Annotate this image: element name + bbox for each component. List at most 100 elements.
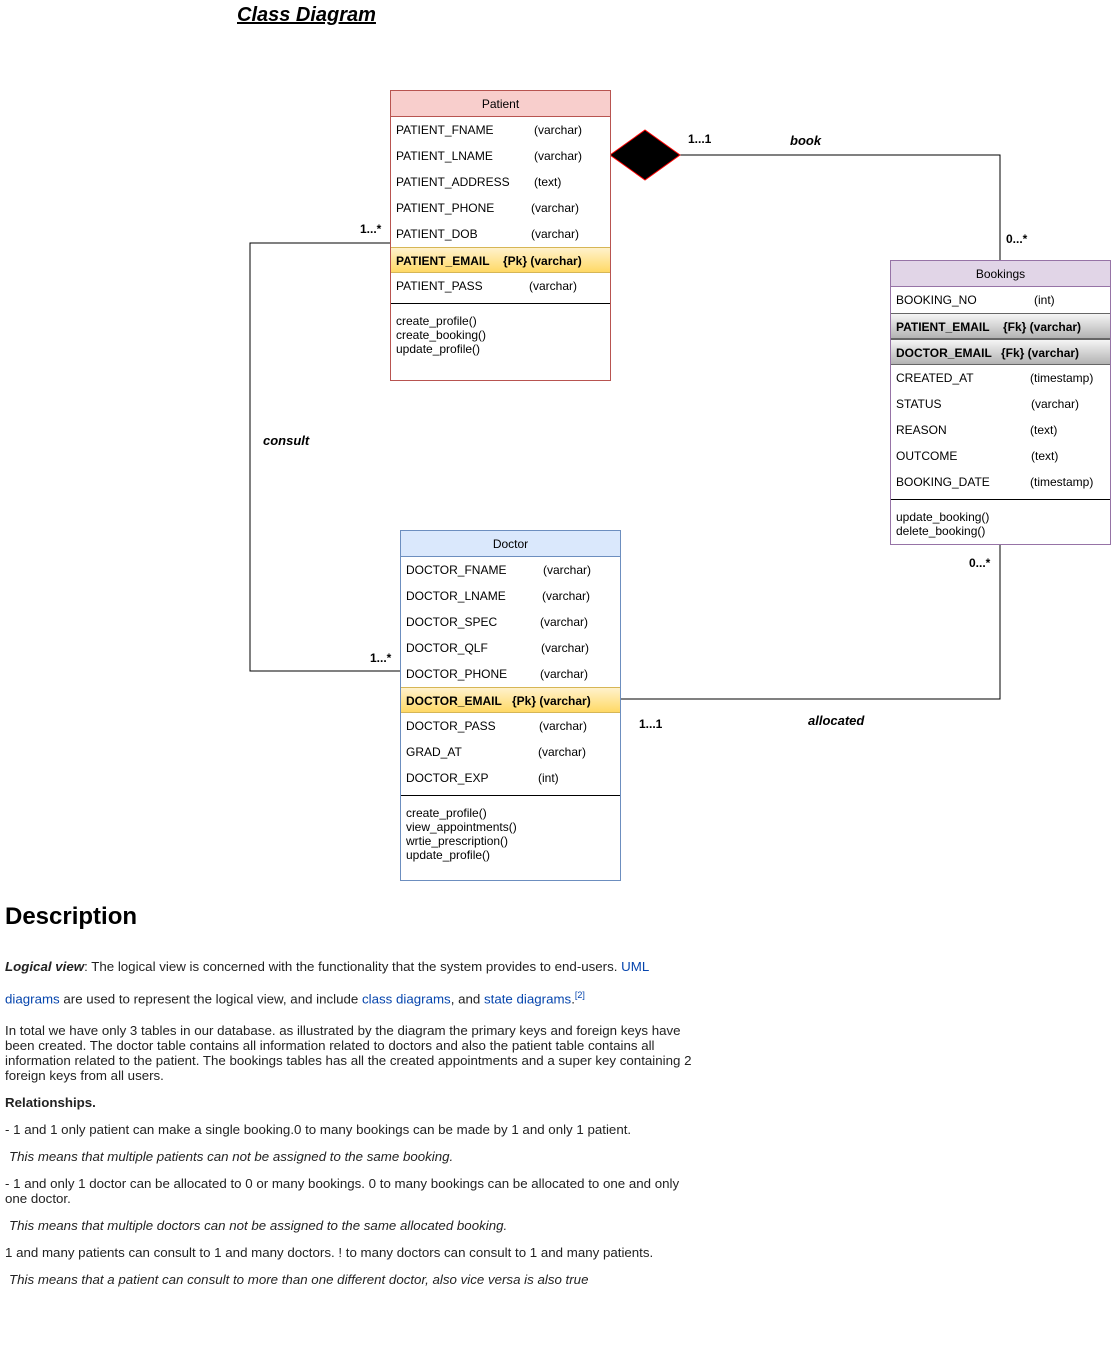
attr-type: (varchar) [538,745,587,759]
bookings-attr-outcome: OUTCOME (text) [891,443,1110,469]
tables-paragraph: In total we have only 3 tables in our da… [5,1023,692,1084]
attr-name: PATIENT_PASS [396,279,483,293]
bookings-attr-doctor-email-fk: DOCTOR_EMAIL {Fk} (varchar) [891,339,1110,365]
doctor-class: Doctor DOCTOR_FNAME (varchar) DOCTOR_LNAM… [400,530,621,881]
attr-name: REASON [896,423,947,437]
attr-type: (varchar) [540,667,589,681]
bookings-attr-date: BOOKING_DATE (timestamp) [891,469,1110,495]
attr-type: (varchar) [1031,397,1080,411]
doctor-divider [401,795,620,796]
allocated-label: allocated [808,713,865,728]
book-label: book [790,133,822,148]
attr-type: (varchar) [542,589,591,603]
patient-methods: create_profile() create_booking() update… [391,304,610,356]
attr-name: BOOKING_NO [896,293,977,307]
consult-connector [249,242,400,672]
attr-name: DOCTOR_EMAIL [896,346,992,360]
relationship-3-note: This means that a patient can consult to… [9,1272,589,1288]
logical-view-label: Logical view [5,959,85,974]
consult-mult-doctor: 1...* [370,651,392,665]
relationship-1: - 1 and 1 only patient can make a single… [5,1122,632,1138]
doctor-attr-qlf: DOCTOR_QLF (varchar) [401,635,620,661]
book-mult-bookings: 0...* [1006,232,1028,246]
attr-name: PATIENT_EMAIL [896,320,990,334]
attr-name: DOCTOR_QLF [406,641,488,655]
attr-name: CREATED_AT [896,371,974,385]
attr-type: {Fk} (varchar) [1001,346,1080,360]
method: view_appointments() [406,820,517,834]
attr-type: (text) [1030,423,1058,437]
attr-type: (varchar) [540,615,589,629]
attr-name: DOCTOR_LNAME [406,589,506,603]
description-section: Description Logical view: The logical vi… [5,903,695,1299]
attr-name: DOCTOR_FNAME [406,563,507,577]
relationship-1-note: This means that multiple patients can no… [9,1149,454,1165]
attr-name: PATIENT_LNAME [396,149,493,163]
method: create_profile() [406,806,487,820]
method: create_booking() [396,328,487,342]
attr-type: (varchar) [534,123,583,137]
bookings-divider [891,499,1110,500]
attr-name: PATIENT_EMAIL [396,254,490,268]
attr-type: (int) [1034,293,1055,307]
relationship-2-note: This means that multiple doctors can not… [9,1218,508,1234]
attr-type: (varchar) [543,563,592,577]
attr-name: PATIENT_ADDRESS [396,175,510,189]
bookings-attr-no: BOOKING_NO (int) [891,287,1110,313]
bookings-attr-patient-email-fk: PATIENT_EMAIL{Fk} (varchar) [891,313,1110,339]
doctor-attr-exp: DOCTOR_EXP(int) [401,765,620,791]
attr-name: DOCTOR_SPEC [406,615,498,629]
attr-type: (timestamp) [1030,475,1094,489]
attr-name: DOCTOR_EMAIL [406,694,502,708]
class-diagrams-link[interactable]: class diagrams [362,991,451,1007]
doctor-attr-phone: DOCTOR_PHONE (varchar) [401,661,620,687]
attr-name: DOCTOR_PASS [406,719,496,733]
patient-attr-address: PATIENT_ADDRESS(text) [391,169,610,195]
allocated-connector [621,545,1001,700]
bookings-attr-status: STATUS(varchar) [891,391,1110,417]
attr-type: (varchar) [529,279,578,293]
patient-attr-phone: PATIENT_PHONE (varchar) [391,195,610,221]
doctor-attr-email-pk: DOCTOR_EMAIL {Pk} (varchar) [401,687,620,713]
composition-diamond-icon [609,129,681,181]
method: update_profile() [406,848,491,862]
attr-name: OUTCOME [896,449,958,463]
attr-type: (timestamp) [1030,371,1094,385]
relationships-heading: Relationships. [5,1095,96,1111]
attr-type: (varchar) [539,719,588,733]
attr-type: (text) [1031,449,1059,463]
method: delete_booking() [896,524,986,538]
attr-name: DOCTOR_PHONE [406,667,508,681]
attr-type: (varchar) [531,227,580,241]
reference-link[interactable]: [2] [574,990,585,1000]
method: update_profile() [396,342,481,356]
method: update_booking() [896,510,990,524]
attr-name: PATIENT_DOB [396,227,478,241]
logical-text: are used to represent the logical view, … [59,991,363,1007]
attr-name: BOOKING_DATE [896,475,990,489]
doctor-attr-lname: DOCTOR_LNAME (varchar) [401,583,620,609]
logical-text: : The logical view is concerned with the… [84,959,622,974]
bookings-class: Bookings BOOKING_NO(int) PATIENT_EMAIL{F… [890,260,1111,545]
patient-attr-dob: PATIENT_DOB (varchar) [391,221,610,247]
diagram-title: Class Diagram [237,4,376,26]
patient-class-title: Patient [391,91,610,117]
consult-label: consult [263,433,310,448]
relationship-3: 1 and many patients can consult to 1 and… [5,1245,654,1261]
patient-class: Patient PATIENT_FNAME (varchar) PATIENT_L… [390,90,611,381]
doctor-class-title: Doctor [401,531,620,557]
attr-name: PATIENT_PHONE [396,201,495,215]
attr-type: {Pk} (varchar) [512,694,591,708]
uml-diagrams-link[interactable]: UML diagrams [5,959,649,1007]
bookings-attr-reason: REASON (text) [891,417,1110,443]
state-diagrams-link[interactable]: state diagrams [483,991,572,1007]
patient-attr-fname: PATIENT_FNAME (varchar) [391,117,610,143]
consult-mult-patient: 1...* [360,222,382,236]
bookings-methods: update_booking() delete_booking() [891,500,1110,538]
attr-type: (varchar) [541,641,590,655]
doctor-attr-grad: GRAD_AT(varchar) [401,739,620,765]
attr-name: DOCTOR_EXP [406,771,489,785]
doctor-attr-pass: DOCTOR_PASS (varchar) [401,713,620,739]
attr-name: PATIENT_FNAME [396,123,494,137]
attr-type: (varchar) [531,201,580,215]
